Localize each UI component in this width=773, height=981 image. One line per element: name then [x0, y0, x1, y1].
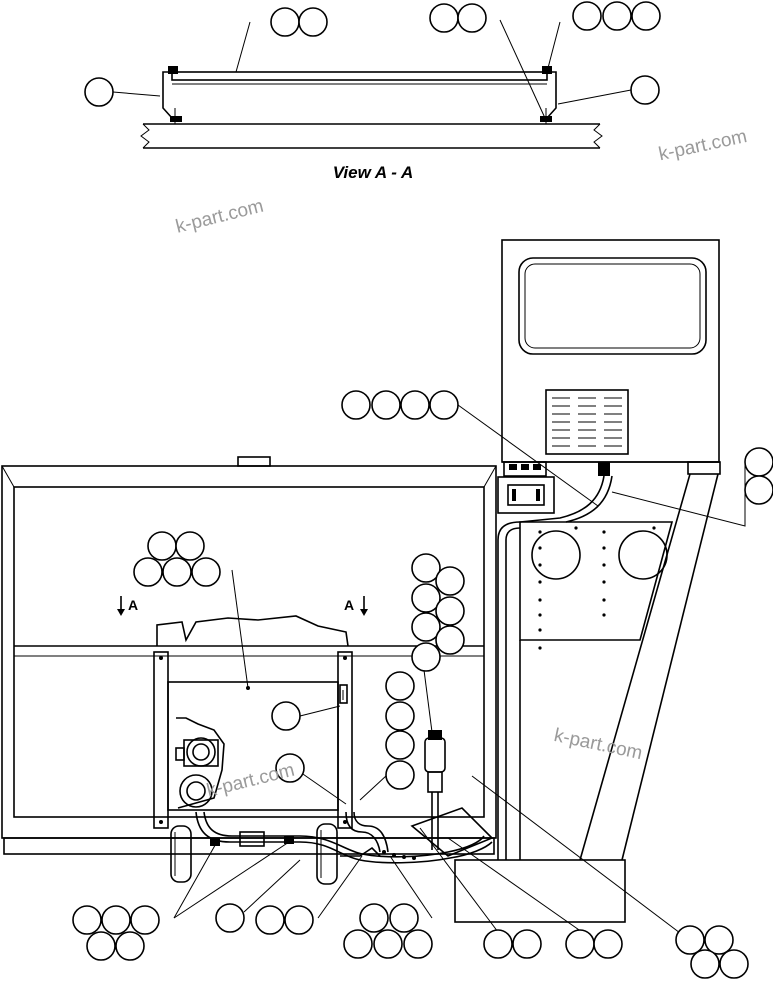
cab-housing	[501, 239, 721, 475]
watermark-1: k-part.com	[657, 126, 749, 165]
view-title: View A - A	[333, 163, 414, 182]
cab-grille-louvers	[552, 397, 622, 447]
view-a-a-detail: View A - A	[140, 66, 603, 182]
watermark-3: k-part.com	[552, 725, 644, 764]
callout-balloons	[72, 1, 773, 979]
meter-box	[497, 461, 555, 514]
cab-hose-fitting	[497, 462, 613, 860]
section-arrow-right: A	[344, 596, 368, 616]
main-body	[1, 456, 497, 855]
mounting-plate	[519, 521, 674, 860]
watermark-2: k-part.com	[174, 196, 266, 238]
section-label-right: A	[344, 597, 354, 613]
plate-holes	[538, 526, 656, 650]
motor-pump-unit	[167, 681, 348, 811]
section-arrow-left: A	[117, 596, 138, 616]
section-label-left: A	[128, 597, 138, 613]
leader-lines	[112, 19, 746, 937]
hydraulic-hoses	[195, 730, 494, 864]
